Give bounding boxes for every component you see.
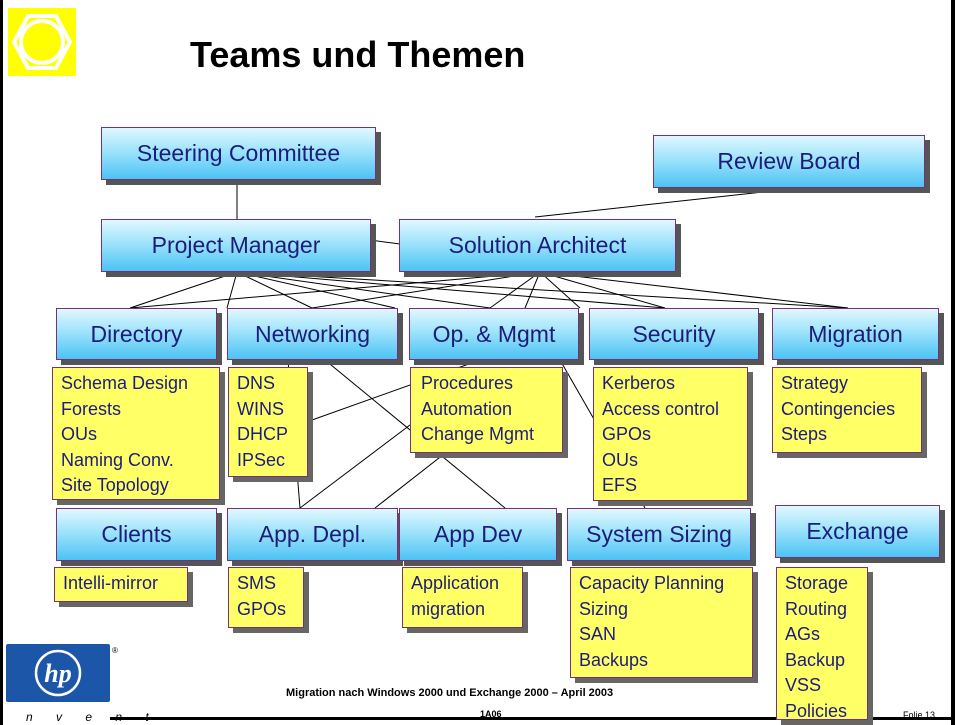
list-item: SMS — [237, 573, 277, 593]
list-item: SAN — [579, 624, 617, 644]
list-item: Policies — [785, 700, 848, 721]
corner-hexagon-icon — [8, 8, 76, 76]
list-item: GPOs — [237, 598, 287, 619]
list-item: Change Mgmt — [421, 424, 535, 444]
list-item: DHCP — [237, 424, 289, 444]
list-item: Intelli-mirror — [63, 573, 159, 593]
list-item: EFS — [602, 475, 638, 495]
list-item: Steps — [781, 424, 828, 444]
hp-logo: hp — [6, 644, 110, 704]
list-item: Backup — [785, 649, 846, 670]
team-migration-box: Migration — [772, 308, 939, 360]
list-item: Sizing — [579, 598, 629, 619]
team-op-mgmt-box: Op. & Mgmt — [409, 308, 579, 360]
slide-bottom-border — [110, 717, 955, 720]
security-topics-note: Kerberos Access control GPOs OUs EFS — [593, 367, 748, 501]
list-item: Backups — [579, 649, 649, 670]
review-board-box: Review Board — [653, 135, 925, 188]
hp-invent-tagline: i n v e n t — [0, 710, 159, 724]
list-item: OUs — [602, 449, 638, 470]
list-item: migration — [411, 598, 486, 619]
clients-topics-note: Intelli-mirror — [54, 567, 188, 602]
list-item: Naming Conv. — [61, 449, 174, 470]
list-item: Application — [411, 573, 500, 593]
team-networking-box: Networking — [227, 308, 398, 360]
steering-committee-box: Steering Committee — [101, 127, 376, 180]
list-item: Kerberos — [602, 373, 676, 393]
list-item: Contingencies — [781, 398, 896, 419]
page-title: Teams und Themen — [190, 34, 526, 75]
list-item: Routing — [785, 598, 848, 619]
team-clients-box: Clients — [56, 508, 217, 561]
list-item: Schema Design — [61, 373, 189, 393]
list-item: IPSec — [237, 449, 286, 470]
list-item: Capacity Planning — [579, 573, 725, 593]
directory-topics-note: Schema Design Forests OUs Naming Conv. S… — [52, 367, 220, 500]
list-item: WINS — [237, 398, 284, 419]
list-item: Automation — [421, 398, 513, 419]
svg-text:hp: hp — [44, 659, 71, 688]
slide-right-border — [951, 0, 955, 725]
list-item: DNS — [237, 373, 276, 393]
list-item: Strategy — [781, 373, 849, 393]
app-depl-topics-note: SMS GPOs — [228, 567, 304, 628]
list-item: Forests — [61, 398, 122, 419]
team-app-depl-box: App. Depl. — [227, 508, 398, 561]
team-app-dev-box: App Dev — [399, 508, 557, 561]
list-item: OUs — [61, 424, 97, 444]
list-item: AGs — [785, 624, 821, 644]
footer-code: 1A06 — [480, 709, 502, 719]
registered-mark: ® — [112, 646, 118, 655]
slide-number: Folie 13 — [903, 710, 936, 720]
team-directory-box: Directory — [56, 308, 217, 360]
list-item: Site Topology — [61, 475, 169, 495]
list-item: Procedures — [421, 373, 514, 393]
migration-topics-note: Strategy Contingencies Steps — [772, 367, 922, 453]
op-mgmt-topics-note: Procedures Automation Change Mgmt — [410, 367, 563, 453]
team-exchange-box: Exchange — [775, 505, 940, 558]
solution-architect-box: Solution Architect — [399, 219, 676, 272]
slide-left-border — [0, 0, 3, 725]
list-item: Access control — [602, 398, 720, 419]
list-item: Storage — [785, 573, 849, 593]
project-manager-box: Project Manager — [101, 219, 371, 272]
exchange-topics-note: Storage Routing AGs Backup VSS Policies — [776, 567, 868, 721]
footer-title: Migration nach Windows 2000 und Exchange… — [286, 687, 614, 699]
list-item: GPOs — [602, 424, 652, 444]
team-system-sizing-box: System Sizing — [567, 508, 751, 561]
networking-topics-note: DNS WINS DHCP IPSec — [228, 367, 308, 477]
system-sizing-topics-note: Capacity Planning Sizing SAN Backups — [570, 567, 753, 678]
team-security-box: Security — [589, 308, 759, 360]
list-item: VSS — [785, 675, 822, 695]
app-dev-topics-note: Application migration — [402, 567, 523, 628]
